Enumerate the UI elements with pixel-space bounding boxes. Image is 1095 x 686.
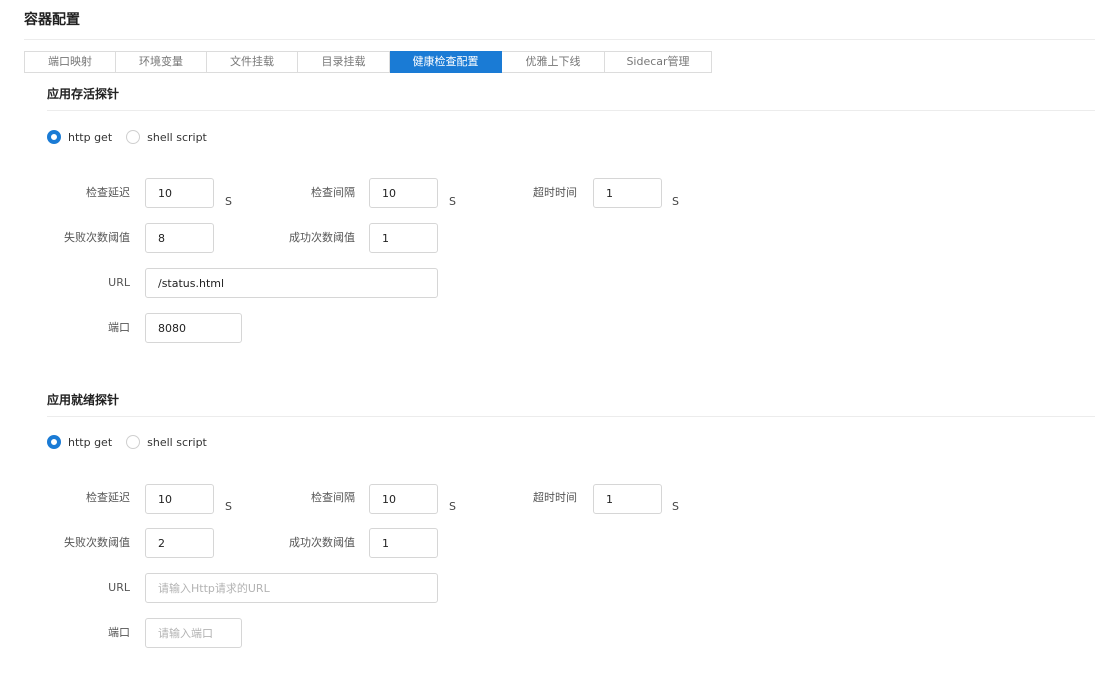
liveness-success-threshold-input[interactable] xyxy=(369,223,438,253)
page-title: 容器配置 xyxy=(24,12,80,28)
liveness-shell-label[interactable]: shell script xyxy=(147,130,207,144)
readiness-port-label: 端口 xyxy=(108,626,130,639)
liveness-check-delay-unit: S xyxy=(225,195,232,208)
readiness-url-input[interactable] xyxy=(145,573,438,603)
liveness-timeout-unit: S xyxy=(672,195,679,208)
readiness-timeout-label: 超时时间 xyxy=(533,491,577,504)
readiness-http-label[interactable]: http get xyxy=(68,435,113,449)
tab-health-check[interactable]: 健康检查配置 xyxy=(390,51,502,73)
liveness-check-interval-unit: S xyxy=(449,195,456,208)
liveness-success-threshold-label: 成功次数阈值 xyxy=(289,231,355,244)
tab-dir-mount[interactable]: 目录挂载 xyxy=(298,51,390,73)
liveness-check-interval-label: 检查间隔 xyxy=(311,186,355,199)
title-divider xyxy=(24,39,1095,40)
readiness-title: 应用就绪探针 xyxy=(47,393,120,407)
readiness-url-label: URL xyxy=(108,581,130,594)
readiness-failure-threshold-label: 失败次数阈值 xyxy=(64,536,130,549)
liveness-check-interval-input[interactable] xyxy=(369,178,438,208)
readiness-check-delay-unit: S xyxy=(225,500,232,513)
readiness-success-threshold-input[interactable] xyxy=(369,528,438,558)
liveness-timeout-input[interactable] xyxy=(593,178,662,208)
liveness-http-radio[interactable] xyxy=(47,130,61,144)
liveness-divider xyxy=(47,110,1095,111)
readiness-check-delay-label: 检查延迟 xyxy=(86,491,130,504)
liveness-shell-radio[interactable] xyxy=(126,130,141,144)
readiness-probe-type: http get shell script xyxy=(47,434,221,450)
readiness-timeout-input[interactable] xyxy=(593,484,662,514)
liveness-port-input[interactable] xyxy=(145,313,242,343)
liveness-port-label: 端口 xyxy=(108,321,130,334)
readiness-timeout-unit: S xyxy=(672,500,679,513)
readiness-divider xyxy=(47,416,1095,417)
readiness-check-delay-input[interactable] xyxy=(145,484,214,514)
liveness-timeout-label: 超时时间 xyxy=(533,186,577,199)
tab-bar: 端口映射 环境变量 文件挂载 目录挂载 健康检查配置 优雅上下线 Sidecar… xyxy=(24,51,712,73)
liveness-url-input[interactable] xyxy=(145,268,438,298)
readiness-check-interval-unit: S xyxy=(449,500,456,513)
tab-graceful[interactable]: 优雅上下线 xyxy=(502,51,605,73)
liveness-http-label[interactable]: http get xyxy=(68,130,113,144)
liveness-check-delay-input[interactable] xyxy=(145,178,214,208)
liveness-failure-threshold-label: 失败次数阈值 xyxy=(64,231,130,244)
liveness-failure-threshold-input[interactable] xyxy=(145,223,214,253)
liveness-url-label: URL xyxy=(108,276,130,289)
tab-file-mount[interactable]: 文件挂载 xyxy=(207,51,298,73)
readiness-failure-threshold-input[interactable] xyxy=(145,528,214,558)
readiness-shell-label[interactable]: shell script xyxy=(147,435,207,449)
readiness-success-threshold-label: 成功次数阈值 xyxy=(289,536,355,549)
liveness-check-delay-label: 检查延迟 xyxy=(86,186,130,199)
readiness-check-interval-label: 检查间隔 xyxy=(311,491,355,504)
tab-env-vars[interactable]: 环境变量 xyxy=(116,51,207,73)
readiness-http-radio[interactable] xyxy=(47,435,61,449)
liveness-probe-type: http get shell script xyxy=(47,129,221,145)
readiness-port-input[interactable] xyxy=(145,618,242,648)
liveness-title: 应用存活探针 xyxy=(47,87,120,101)
readiness-check-interval-input[interactable] xyxy=(369,484,438,514)
readiness-shell-radio[interactable] xyxy=(126,435,141,449)
tab-sidecar[interactable]: Sidecar管理 xyxy=(605,51,712,73)
tab-port-mapping[interactable]: 端口映射 xyxy=(24,51,116,73)
